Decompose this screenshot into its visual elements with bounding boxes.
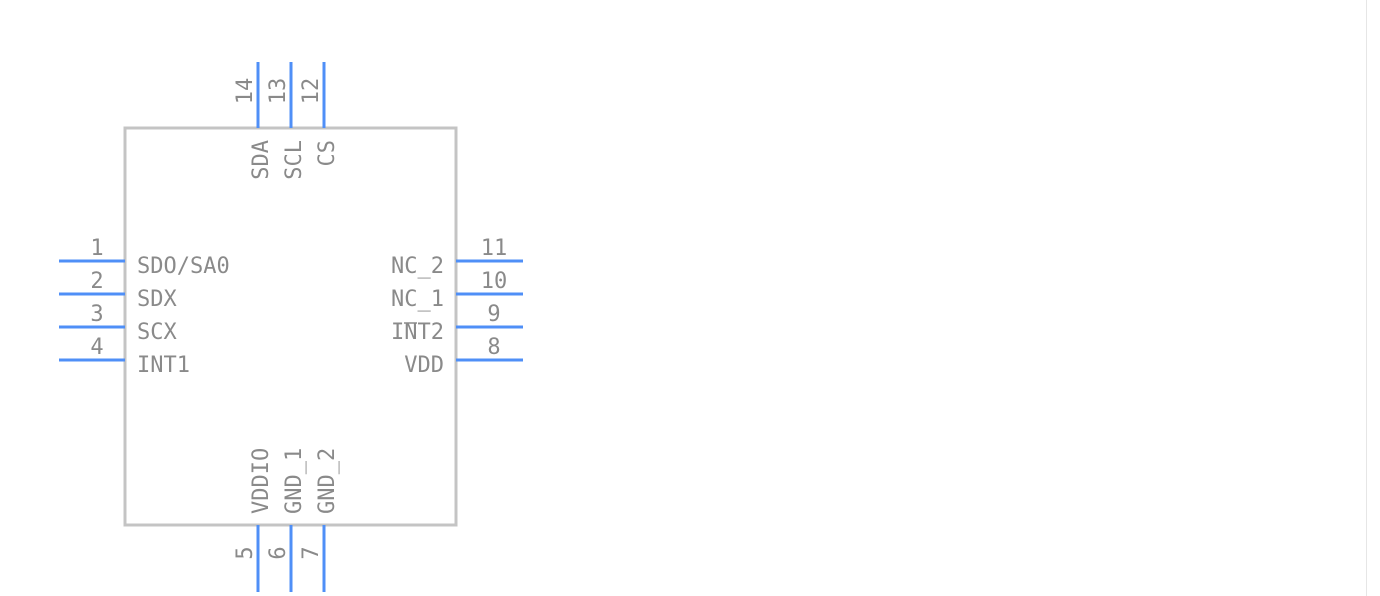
pin-number: 4 <box>90 335 103 360</box>
pin-number: 7 <box>299 546 324 559</box>
pin-name: GND_2 <box>315 448 340 514</box>
pins-group: 1SDO/SA02SDX3SCX4INT111NC_210NC_19INT28V… <box>59 62 523 592</box>
pin-number: 14 <box>233 78 258 105</box>
pin-number: 2 <box>90 269 103 294</box>
pin-name: SDA <box>249 140 274 180</box>
pin-name: NC_2 <box>391 254 444 279</box>
pin-name: GND_1 <box>282 448 307 514</box>
pin-number: 9 <box>487 302 500 327</box>
pin-number: 3 <box>90 302 103 327</box>
pin-number: 10 <box>481 269 508 294</box>
pin-5[interactable]: 5 VDDIO <box>233 448 274 592</box>
pin-number: 12 <box>299 78 324 105</box>
pin-number: 5 <box>233 546 258 559</box>
pin-number: 13 <box>266 78 291 105</box>
pin-name: NC_1 <box>391 287 444 312</box>
panel-divider <box>1366 0 1367 596</box>
pin-name: INT1 <box>137 353 190 378</box>
pin-number: 8 <box>487 335 500 360</box>
pin-number: 1 <box>90 236 103 261</box>
pin-name: CS <box>315 140 340 167</box>
pin-name: VDDIO <box>249 448 274 514</box>
pin-name: SCX <box>137 320 177 345</box>
pin-6[interactable]: 6 GND_1 <box>266 448 307 592</box>
pin-name: SDO/SA0 <box>137 254 230 279</box>
pin-name: SCL <box>282 140 307 180</box>
pin-name: VDD <box>404 353 444 378</box>
pin-number: 6 <box>266 546 291 559</box>
pin-number: 11 <box>481 236 508 261</box>
pin-name: INT2 <box>391 320 444 345</box>
pin-7[interactable]: 7 GND_2 <box>299 448 340 592</box>
pin-name: SDX <box>137 287 177 312</box>
